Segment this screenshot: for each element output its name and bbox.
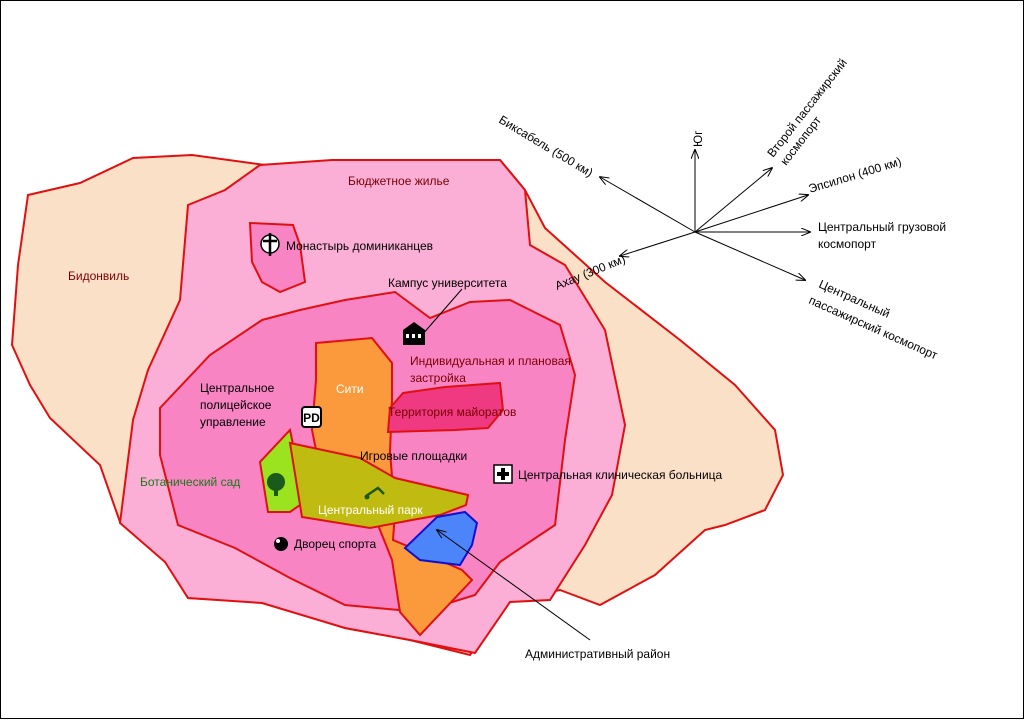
majorat-label: Территория майоратов [388,405,516,419]
individual-housing-label-1: Индивидуальная и плановая [410,354,571,368]
police-icon[interactable]: PD [301,406,322,428]
individual-housing-label-2: застройка [410,371,466,385]
sports-icon[interactable] [274,537,288,551]
university-label: Кампус университета [388,276,507,290]
cargo-spaceport-label-1: Центральный грузовой [818,220,946,234]
admin-pointer [437,530,591,641]
police-label-2: полицейское [200,398,272,412]
police-label-1: Центральное [200,381,275,395]
cargo-spaceport-label-2: космопорт [818,237,877,251]
admin-label: Административный район [525,647,670,661]
slum-label: Бидонвиль [68,269,129,283]
city-label: Сити [336,382,364,396]
monastery-label: Монастырь доминиканцев [286,239,433,253]
budget-housing-label: Бюджетное жилье [348,174,450,188]
hospital-icon[interactable] [493,464,513,484]
central-park-district[interactable] [288,441,470,530]
university-icon[interactable] [403,322,425,345]
police-label-3: управление [200,415,266,429]
south-label: Юг [691,130,705,147]
tree-icon[interactable] [267,473,285,496]
playground-icon[interactable] [364,486,385,500]
central-park-label: Центральный парк [318,503,423,517]
playgrounds-label: Игровые площадки [360,449,467,463]
university-pointer [421,288,463,336]
monastery-icon[interactable] [260,233,280,256]
pointer-lines [421,288,591,641]
police-badge-text: PD [303,411,320,425]
botanic-label: Ботанический сад [140,475,240,489]
hospital-label: Центральная клиническая больница [518,468,723,482]
majorat-district[interactable] [386,381,505,434]
sports-palace-label: Дворец спорта [294,537,377,551]
compass [600,150,810,280]
